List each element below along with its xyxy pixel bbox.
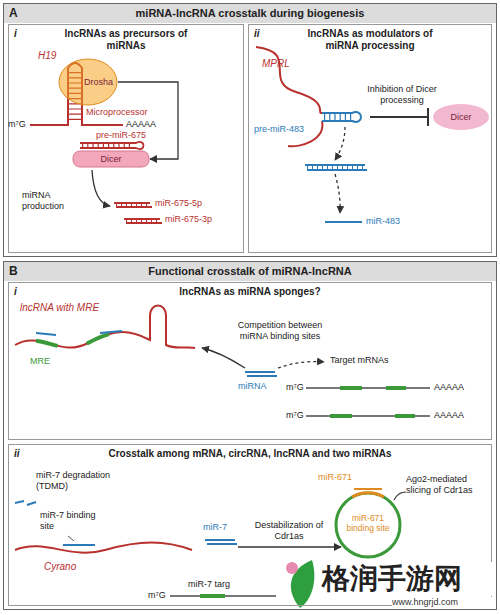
annotation-label: Destabilization of Cdr1as [246, 520, 332, 542]
annotation-label: lncRNA with MRE [20, 302, 110, 314]
annotation-label: miR-7 degradation (TDMD) [36, 470, 128, 492]
annotation-label: miR-675-5p [155, 198, 213, 209]
panel-title: miRNA-lncRNA crosstalk during biogenesis [4, 7, 496, 20]
annotation-label: miR-483 [366, 216, 410, 227]
annotation-label: miR-675-3p [165, 214, 223, 225]
annotation-label: AAAAA [434, 410, 474, 421]
watermark: 格润手游网 [322, 562, 494, 596]
protein-label: Dicer [100, 154, 121, 164]
panel-title: lncRNAs as precursors of miRNAs [61, 28, 191, 52]
panel-box: ilncRNAs as miRNA sponges?iiCrosstalk am… [3, 261, 497, 610]
annotation-label: m⁷G [286, 382, 306, 393]
annotation-label: Competition between miRNA binding sites [228, 320, 332, 342]
annotation-label: miRNA production [22, 190, 74, 212]
annotation-label: m⁷G [8, 119, 30, 130]
dicer-shape [73, 151, 149, 167]
annotation-label: Cyrano [44, 561, 84, 573]
annotation-label: m⁷G [148, 590, 168, 601]
panel-title: Functional crosstalk of miRNA-lncRNA [4, 265, 496, 278]
annotation-label: H19 [38, 50, 68, 62]
annotation-label: Microprocessor [86, 107, 158, 118]
annotation-label: Inhibition of Dicer processing [362, 84, 442, 106]
protein-label: Dicer [450, 112, 471, 122]
dicer-shape [433, 104, 489, 130]
annotation-label: MRE [30, 356, 56, 367]
annotation-label: Target mRNAs [330, 355, 400, 366]
annotation-label: miR-671 [318, 472, 360, 483]
drosha-shape [59, 59, 117, 105]
panel-box: DroshaDicerilncRNAs as precursors of miR… [3, 3, 497, 257]
annotation-label: m⁷G [286, 410, 306, 421]
panel-title: lncRNAs as modulators of miRNA processin… [305, 28, 435, 52]
annotation-label: pre-miR-675 [96, 130, 160, 141]
panel-title: Crosstalk among mRNA, circRNA, lncRNA an… [70, 448, 430, 460]
annotation-label: AAAAA [126, 119, 166, 130]
annotation-label: miR-7 [203, 522, 237, 533]
protein-shape: Dicer [72, 150, 150, 168]
annotation-label: MPRL [262, 58, 296, 70]
watermark: www.hngrjd.com [392, 597, 492, 608]
panel-title: lncRNAs as miRNA sponges? [140, 286, 360, 298]
annotation-label: miR-7 targ [188, 579, 238, 590]
annotation-label: AAAAA [434, 382, 474, 393]
annotation-label: Ago2-mediated slicing of Cdr1as [406, 474, 490, 496]
annotation-label: pre-miR-483 [254, 124, 314, 135]
annotation-label: miR-671 binding site [344, 513, 392, 533]
protein-shape: Dicer [432, 103, 490, 131]
protein-complex: Drosha [58, 58, 118, 106]
annotation-label: miR-7 binding site [40, 510, 98, 532]
protein-label: Drosha [84, 77, 113, 87]
annotation-label: miRNA [238, 381, 274, 392]
